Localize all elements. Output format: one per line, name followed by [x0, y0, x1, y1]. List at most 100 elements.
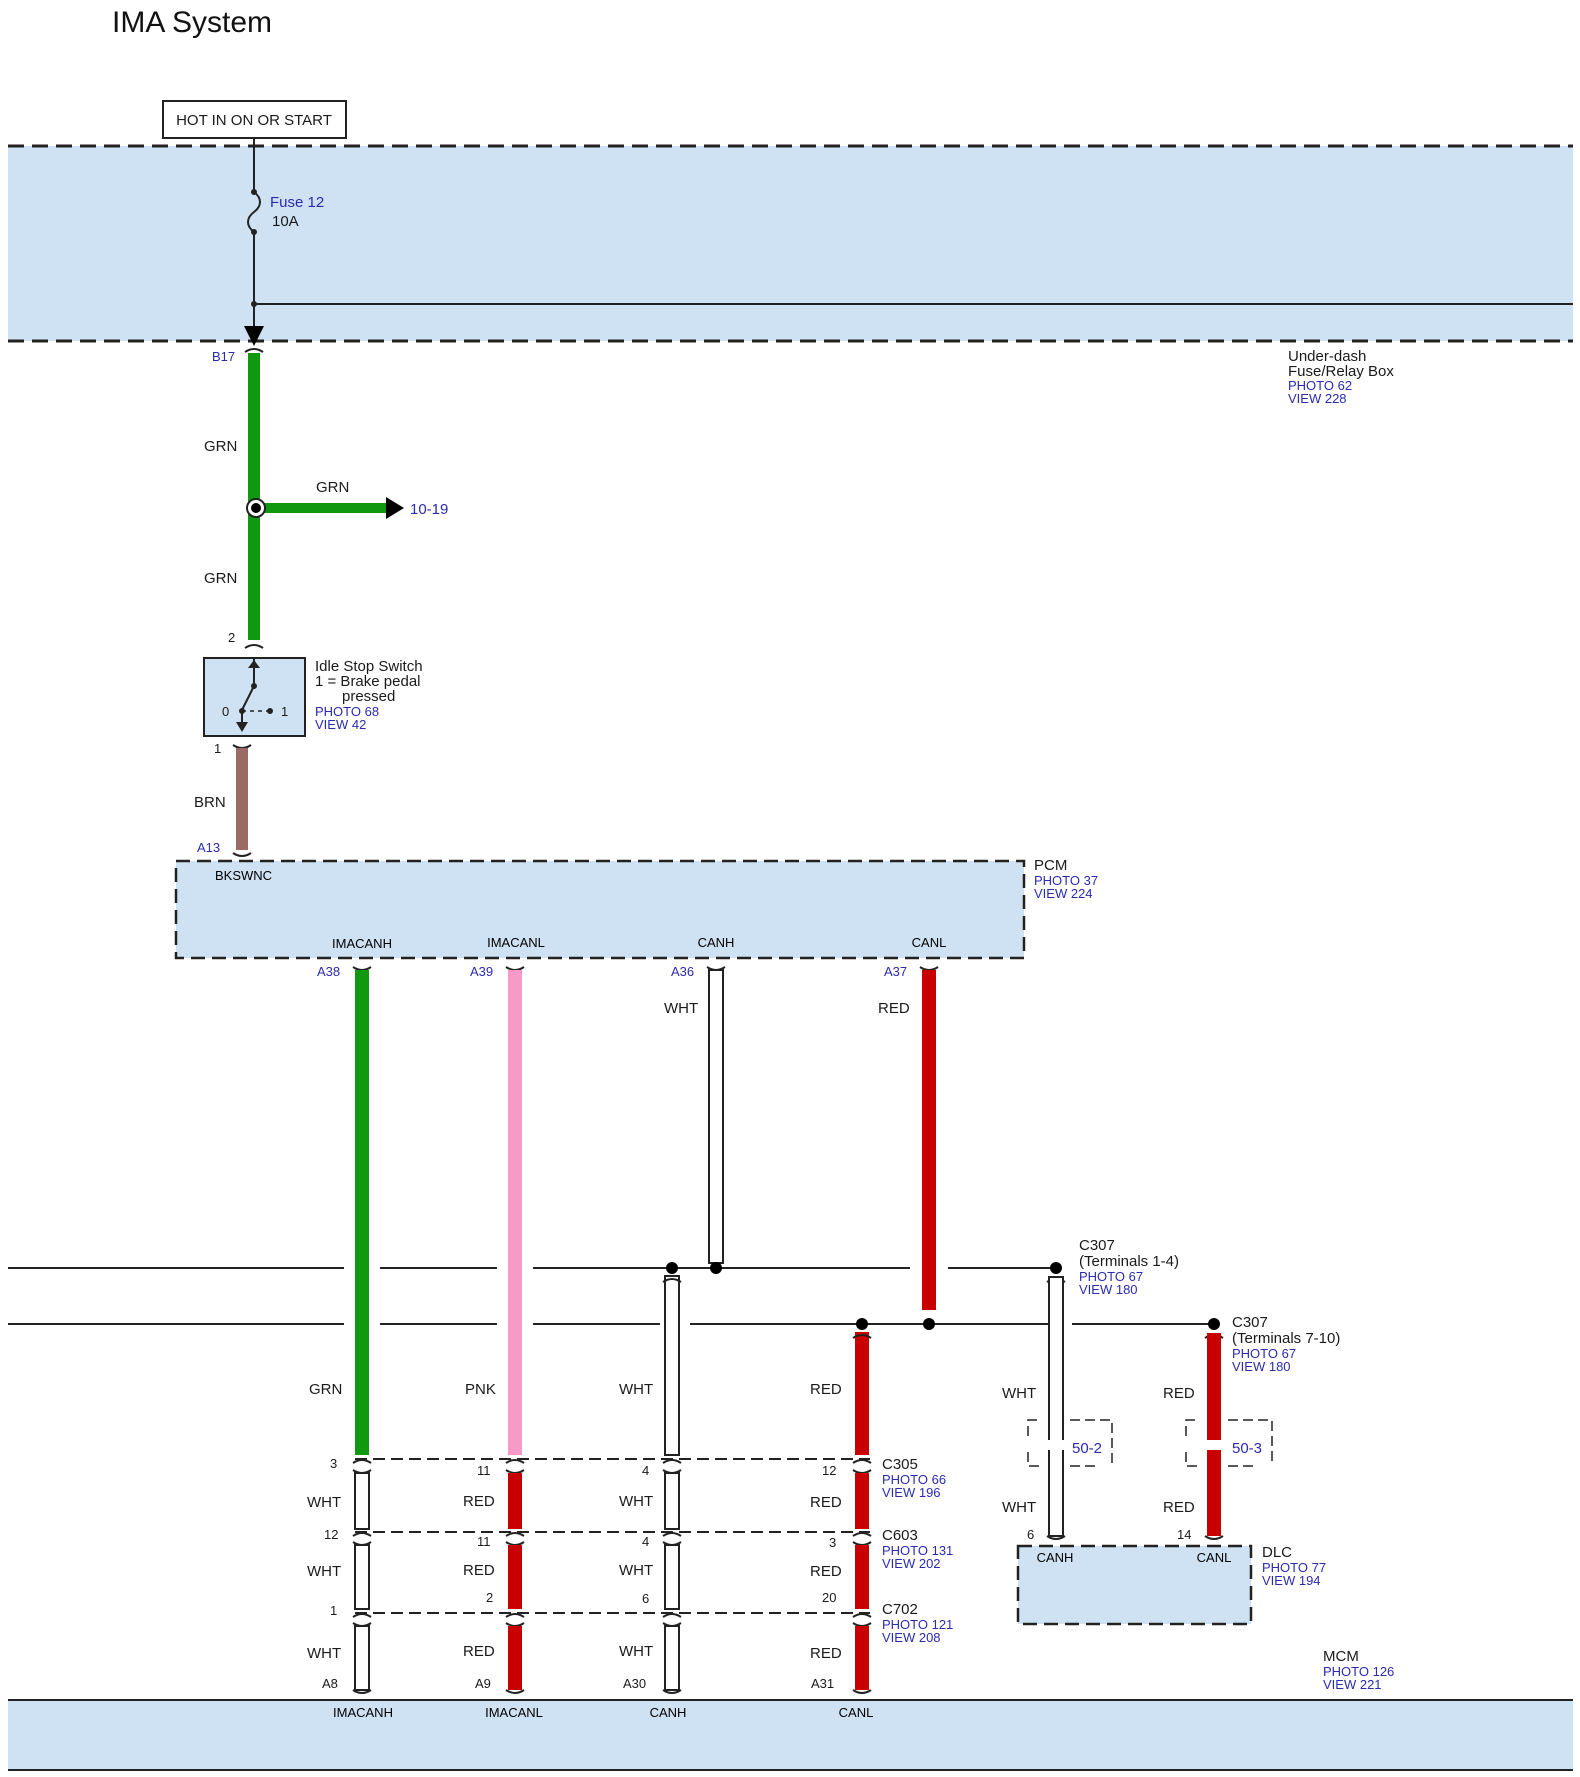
c603-photo[interactable]: PHOTO 131: [882, 1543, 953, 1558]
splice-dot: [710, 1262, 722, 1274]
c603-pin-4: 3: [829, 1535, 836, 1550]
switch-note-2: pressed: [342, 688, 395, 705]
fuse-box-name-1: Under-dash: [1288, 348, 1366, 365]
fuse-rating: 10A: [272, 213, 299, 230]
c603-view[interactable]: VIEW 202: [882, 1556, 941, 1571]
mcm-label-imacanl: IMACANL: [485, 1705, 543, 1720]
dlc-pin-canh: 6: [1027, 1527, 1034, 1542]
dlc-canh-ref[interactable]: 50-2: [1072, 1440, 1102, 1457]
dlc-box: [1016, 1544, 1253, 1626]
mcm-pin-a30: A30: [623, 1676, 646, 1691]
dlc-photo[interactable]: PHOTO 77: [1262, 1560, 1326, 1575]
seg2-wire-4: RED: [810, 1494, 842, 1511]
c702-photo[interactable]: PHOTO 121: [882, 1617, 953, 1632]
wire-wht-dlc-canh: [1048, 1276, 1064, 1537]
c305-name: C305: [882, 1456, 918, 1473]
splice-dot: [923, 1318, 935, 1330]
mcm-name: MCM: [1323, 1648, 1359, 1665]
wire-label-brn: BRN: [194, 794, 226, 811]
power-source-box: [162, 100, 347, 139]
c305-pin-4: 12: [822, 1463, 836, 1478]
pcm-name: PCM: [1034, 857, 1067, 874]
switch-pos-0: 0: [222, 704, 229, 719]
switch-pin-bottom: 1: [214, 741, 221, 756]
switch-view[interactable]: VIEW 42: [315, 717, 366, 732]
dlc-name: DLC: [1262, 1544, 1292, 1561]
seg3-wire-2: RED: [463, 1562, 495, 1579]
splice-dot: [1050, 1262, 1062, 1274]
pin-a36: A36: [671, 964, 694, 979]
c603-pin-3: 4: [642, 1534, 649, 1549]
pin-a37: A37: [884, 964, 907, 979]
mcm-label-canl: CANL: [839, 1705, 874, 1720]
seg4-wire-4: RED: [810, 1645, 842, 1662]
seg2-wire-3: WHT: [619, 1493, 653, 1510]
c305-photo[interactable]: PHOTO 66: [882, 1472, 946, 1487]
fuse-box-view[interactable]: VIEW 228: [1288, 391, 1347, 406]
c307a-sub: (Terminals 1-4): [1079, 1253, 1179, 1270]
mcm-box: [8, 1700, 1573, 1770]
fuse-relay-box: [8, 146, 1573, 341]
splice-dot: [251, 503, 261, 513]
c702-pin-4: 20: [822, 1590, 836, 1605]
splice-dot: [1208, 1318, 1220, 1330]
seg3-wire-3: WHT: [619, 1562, 653, 1579]
seg2-wire-1: WHT: [307, 1494, 341, 1511]
c702-name: C702: [882, 1601, 918, 1618]
wire-wht-seg3-1: [354, 1544, 370, 1610]
c307b-photo[interactable]: PHOTO 67: [1232, 1346, 1296, 1361]
branch-ref-link[interactable]: 10-19: [410, 501, 448, 518]
pcm-terminal-canl: CANL: [912, 935, 947, 950]
splice-dot: [856, 1318, 868, 1330]
pcm-input-label: BKSWNC: [215, 868, 272, 883]
pcm-view[interactable]: VIEW 224: [1034, 886, 1093, 901]
mcm-label-canh: CANH: [650, 1705, 687, 1720]
c702-view[interactable]: VIEW 208: [882, 1630, 941, 1645]
pcm-terminal-imacanl: IMACANL: [487, 935, 545, 950]
seg1-wire-2: PNK: [465, 1381, 496, 1398]
c307b-sub: (Terminals 7-10): [1232, 1330, 1340, 1347]
c603-name: C603: [882, 1527, 918, 1544]
dlc-canh-wire-bottom: WHT: [1002, 1499, 1036, 1516]
switch-photo[interactable]: PHOTO 68: [315, 704, 379, 719]
dlc-canh-wire-top: WHT: [1002, 1385, 1036, 1402]
fuse-box-photo[interactable]: PHOTO 62: [1288, 378, 1352, 393]
pin-a39: A39: [470, 964, 493, 979]
wire-label-grn-bottom: GRN: [204, 570, 237, 587]
dlc-view[interactable]: VIEW 194: [1262, 1573, 1321, 1588]
mcm-pin-a8: A8: [322, 1676, 338, 1691]
c305-pin-1: 3: [330, 1456, 337, 1471]
c307a-view[interactable]: VIEW 180: [1079, 1282, 1138, 1297]
pin-a38: A38: [317, 964, 340, 979]
c702-pin-2: 2: [486, 1590, 493, 1605]
c305-view[interactable]: VIEW 196: [882, 1485, 941, 1500]
c702-pin-1: 1: [330, 1603, 337, 1618]
dlc-label-canh: CANH: [1037, 1550, 1074, 1565]
fuse-symbol: [247, 191, 261, 233]
page-title: IMA System: [112, 6, 273, 39]
c702-pin-3: 6: [642, 1591, 649, 1606]
seg4-wire-1: WHT: [307, 1645, 341, 1662]
c307a-photo[interactable]: PHOTO 67: [1079, 1269, 1143, 1284]
switch-pos-1: 1: [281, 704, 288, 719]
switch-contact-icon: [241, 685, 255, 711]
wire-wht-canh-seg1: [664, 1275, 680, 1456]
mcm-photo[interactable]: PHOTO 126: [1323, 1664, 1394, 1679]
mcm-view[interactable]: VIEW 221: [1323, 1677, 1382, 1692]
switch-pin-top: 2: [228, 630, 235, 645]
seg3-wire-4: RED: [810, 1563, 842, 1580]
seg1-wire-1: GRN: [309, 1381, 342, 1398]
dlc-canl-ref[interactable]: 50-3: [1232, 1440, 1262, 1457]
c603-pin-2: 11: [477, 1534, 491, 1549]
pin-a13: A13: [197, 840, 220, 855]
branch-arrow-icon: [386, 497, 404, 519]
pcm-photo[interactable]: PHOTO 37: [1034, 873, 1098, 888]
c307b-view[interactable]: VIEW 180: [1232, 1359, 1291, 1374]
c307a-name: C307: [1079, 1237, 1115, 1254]
mcm-pin-a9: A9: [475, 1676, 491, 1691]
seg1-wire-3: WHT: [619, 1381, 653, 1398]
wire-label-red-a37: RED: [878, 1000, 910, 1017]
c603-pin-1: 12: [324, 1527, 338, 1542]
ref-box-50-2: [1027, 1419, 1113, 1467]
ref-box-50-3: [1185, 1419, 1273, 1467]
